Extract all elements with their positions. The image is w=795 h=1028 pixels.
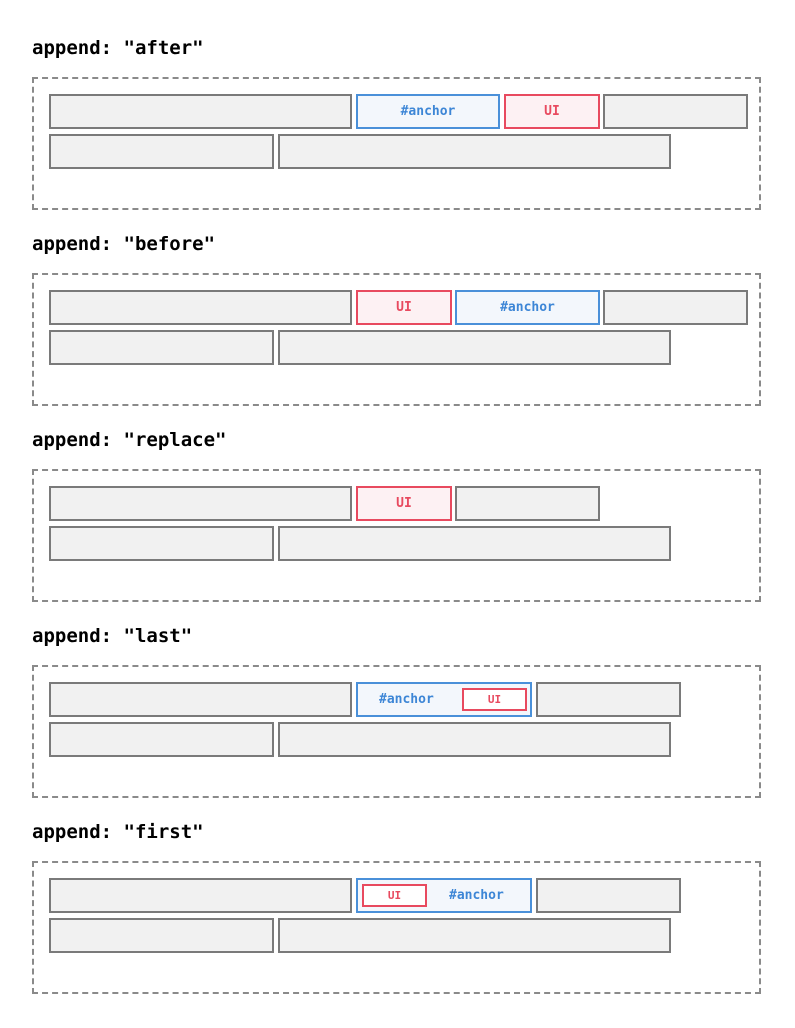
element-box [49,94,352,129]
element-box [455,486,600,521]
element-box [278,330,671,365]
ui-box: UI [356,290,452,325]
ui-box-inner: UI [362,884,427,907]
element-box [49,330,274,365]
element-box [49,918,274,953]
section-heading-after: append: "after" [32,37,204,59]
element-box [49,682,352,717]
element-box [278,918,671,953]
element-box [536,878,681,913]
section-heading-replace: append: "replace" [32,429,227,451]
container-first: UI #anchor [32,861,761,994]
element-box [49,722,274,757]
anchor-box: #anchor [455,290,600,325]
element-box [278,526,671,561]
container-before: UI #anchor [32,273,761,406]
container-replace: UI [32,469,761,602]
element-box [49,526,274,561]
anchor-box: #anchor [356,94,500,129]
anchor-box: #anchor UI [356,682,532,717]
section-heading-before: append: "before" [32,233,216,255]
anchor-label: #anchor [449,888,504,903]
container-after: #anchor UI [32,77,761,210]
element-box [49,290,352,325]
element-box [49,134,274,169]
section-heading-first: append: "first" [32,821,204,843]
element-box [49,486,352,521]
element-box [603,94,748,129]
container-last: #anchor UI [32,665,761,798]
element-box [603,290,748,325]
section-heading-last: append: "last" [32,625,193,647]
element-box [536,682,681,717]
anchor-label: #anchor [379,692,434,707]
ui-box: UI [356,486,452,521]
element-box [278,134,671,169]
ui-box-inner: UI [462,688,527,711]
element-box [278,722,671,757]
element-box [49,878,352,913]
anchor-box: UI #anchor [356,878,532,913]
ui-box: UI [504,94,600,129]
